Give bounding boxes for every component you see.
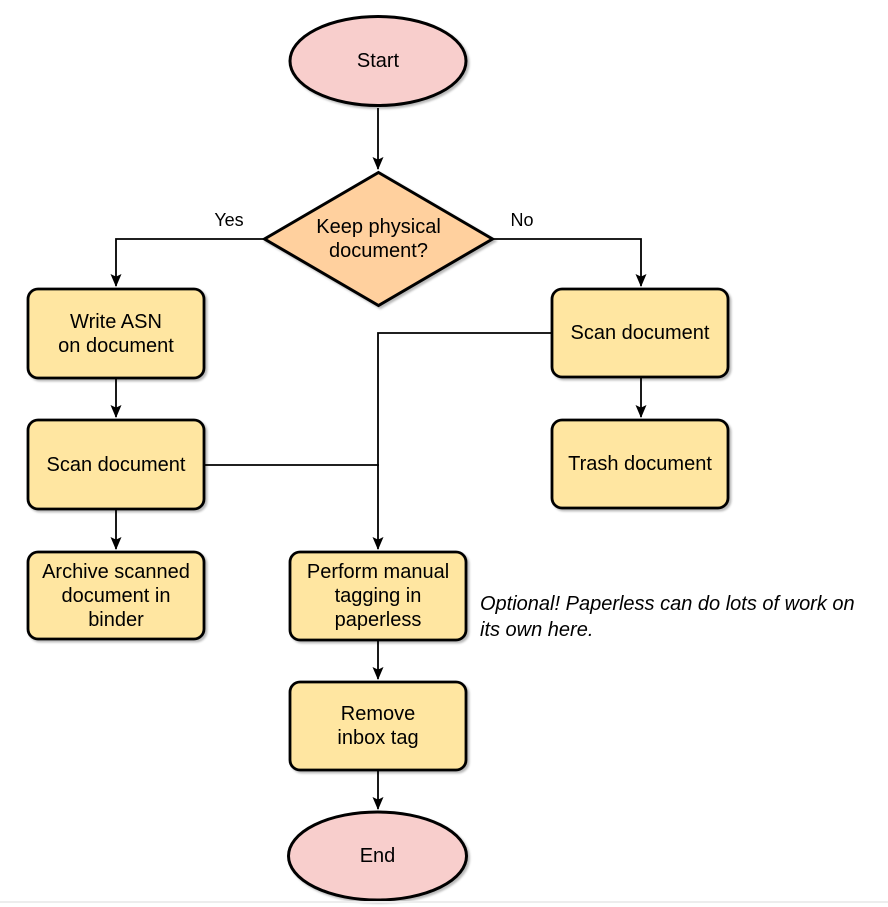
- edge-decision-yes-to-write-asn: [110, 238, 265, 287]
- end-terminal-shape: [287, 810, 468, 902]
- decision-diamond-shape: [261, 170, 496, 308]
- page-bottom-divider: [0, 901, 888, 903]
- yes-edge-label: Yes: [214, 210, 244, 230]
- scan-left-process-shape: [26, 418, 206, 511]
- remove-inbox-process-shape: [288, 680, 468, 772]
- connectors: [110, 108, 647, 810]
- start-terminal-shape: [288, 15, 468, 107]
- archive-process-shape: [26, 550, 206, 641]
- trash-process-shape: [550, 418, 730, 510]
- tag-process-shape: [288, 550, 468, 642]
- optional-note: Optional! Paperless can do lots of work …: [480, 593, 855, 641]
- edge-scan-right-to-tag: [372, 332, 552, 550]
- shapes: [26, 15, 730, 902]
- write-asn-process-shape: [26, 287, 206, 380]
- no-edge-label: No: [510, 210, 534, 230]
- edge-decision-no-to-scan-right: [492, 238, 647, 287]
- scan-right-process-shape: [550, 287, 730, 379]
